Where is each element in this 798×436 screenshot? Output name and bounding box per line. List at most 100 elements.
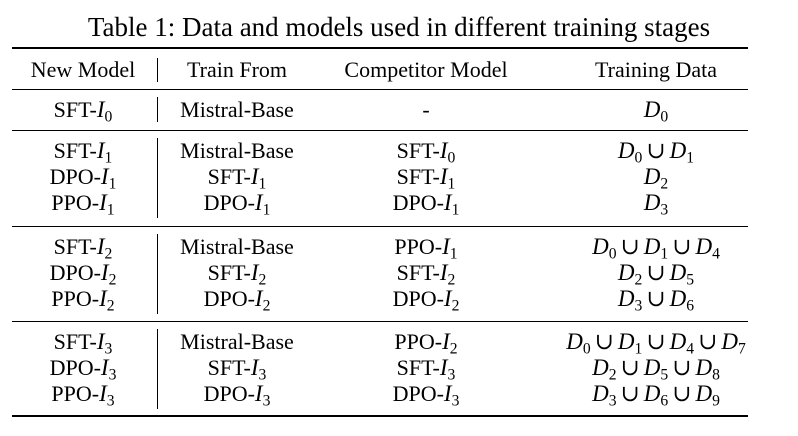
union-symbol: ∪ — [594, 329, 614, 354]
model-name-text: Mistral-Base — [180, 329, 294, 354]
iteration-symbol: I2 — [101, 260, 116, 288]
dataset-index: 7 — [737, 340, 746, 358]
iteration-variable: I — [250, 164, 259, 189]
iteration-symbol: I3 — [439, 355, 455, 383]
dataset-variable: D — [669, 138, 687, 163]
iteration-variable: I — [254, 286, 263, 311]
dataset-index: 0 — [608, 245, 617, 263]
dataset-variable: D — [592, 355, 609, 380]
iteration-symbol: I0 — [97, 97, 112, 125]
iteration-index: 2 — [108, 271, 117, 289]
dataset-index: 8 — [712, 366, 720, 384]
iteration-symbol: I1 — [254, 190, 270, 218]
cell-new-model: DPO-I2 — [16, 260, 150, 288]
dataset-variable: D — [617, 286, 635, 311]
iteration-symbol: I2 — [254, 286, 270, 314]
iteration-index: 1 — [262, 201, 271, 219]
dataset-variable: D — [695, 381, 713, 406]
header-cell-new-model: New Model — [30, 57, 136, 82]
dataset-index: 3 — [634, 297, 643, 315]
iteration-index: 2 — [449, 340, 458, 358]
cell-train-from: DPO-I1 — [162, 190, 312, 218]
dataset-variable: D — [643, 381, 661, 406]
iteration-variable: I — [100, 164, 109, 189]
model-name-text: DPO- — [392, 286, 444, 311]
cell-train-from: Mistral-Base — [162, 329, 312, 355]
iteration-variable: I — [439, 164, 448, 189]
model-name-text: DPO- — [392, 381, 444, 406]
model-name-text: Mistral-Base — [180, 138, 294, 163]
cell-new-model: PPO-I1 — [16, 190, 150, 219]
cell-train-from: Mistral-Base — [162, 234, 312, 260]
iteration-index: 3 — [447, 366, 456, 384]
model-name-text: SFT- — [53, 138, 97, 163]
cell-train-from: Mistral-Base — [162, 97, 312, 123]
dataset-variable: D — [566, 329, 583, 354]
union-symbol: ∪ — [620, 381, 640, 406]
cell-competitor-model: - — [322, 97, 530, 123]
dataset-index: 4 — [686, 340, 695, 358]
dataset-variable: D — [643, 164, 661, 189]
cell-train-from: SFT-I3 — [162, 355, 312, 384]
dataset-index: 1 — [660, 245, 669, 263]
dataset-variable: D — [669, 260, 687, 285]
dataset-index: 2 — [608, 366, 617, 384]
dataset-variable: D — [643, 97, 661, 122]
iteration-index: 3 — [258, 366, 267, 384]
cell-new-model: DPO-I1 — [16, 164, 150, 192]
union-symbol: ∪ — [646, 286, 666, 311]
dataset-variable: D — [695, 355, 713, 380]
column-separator — [157, 329, 158, 409]
dataset-index: 0 — [634, 149, 643, 167]
cell-competitor-model: SFT-I2 — [322, 260, 530, 288]
model-name-text: DPO- — [203, 190, 255, 215]
dataset-variable: D — [617, 138, 635, 163]
iteration-variable: I — [439, 355, 448, 380]
model-name-text: PPO- — [51, 381, 100, 406]
iteration-index: 3 — [106, 392, 115, 410]
cell-training-data: D0∪D1 — [540, 138, 772, 167]
cell-training-data: D3∪D6∪D9 — [540, 381, 772, 409]
cell-train-from: SFT-I2 — [162, 260, 312, 288]
iteration-index: 0 — [447, 149, 456, 167]
header-cell-train-from: Train From — [186, 57, 288, 82]
model-name-text: PPO- — [51, 190, 100, 215]
iteration-symbol: I3 — [97, 329, 112, 357]
union-symbol: ∪ — [646, 260, 666, 285]
iteration-index: 1 — [447, 175, 456, 193]
dataset-index: 0 — [582, 340, 591, 358]
iteration-symbol: I2 — [442, 329, 457, 357]
model-name-text: DPO- — [49, 355, 101, 380]
dataset-variable: D — [617, 260, 635, 285]
cell-new-model: SFT-I0 — [16, 97, 150, 125]
iteration-variable: I — [442, 234, 450, 259]
union-symbol: ∪ — [646, 329, 666, 354]
group-rule-3 — [12, 321, 748, 322]
model-name-text: Mistral-Base — [180, 97, 294, 122]
iteration-symbol: I3 — [101, 355, 116, 383]
dataset-index: 0 — [660, 108, 669, 126]
iteration-variable: I — [254, 190, 263, 215]
cell-competitor-model: PPO-I1 — [322, 234, 530, 262]
dataset-variable: D — [592, 234, 609, 259]
cell-competitor-model: DPO-I2 — [322, 286, 530, 314]
iteration-index: 1 — [106, 201, 115, 219]
iteration-index: 1 — [104, 149, 113, 167]
iteration-variable: I — [443, 381, 452, 406]
iteration-variable: I — [99, 190, 107, 215]
iteration-symbol: I1 — [444, 190, 459, 218]
cell-competitor-model: SFT-I0 — [322, 138, 530, 167]
iteration-variable: I — [99, 286, 107, 311]
union-symbol: ∪ — [620, 234, 640, 259]
iteration-variable: I — [442, 329, 450, 354]
model-name-text: SFT- — [207, 164, 251, 189]
union-symbol: ∪ — [620, 355, 640, 380]
column-separator — [157, 234, 158, 314]
cell-training-data: D0∪D1∪D4∪D7 — [540, 329, 772, 358]
model-name-text: SFT- — [396, 138, 440, 163]
iteration-variable: I — [250, 260, 259, 285]
group-rule-2 — [12, 226, 748, 227]
cell-training-data: D0 — [540, 97, 772, 126]
dataset-index: 1 — [634, 340, 643, 358]
union-symbol: ∪ — [672, 355, 692, 380]
